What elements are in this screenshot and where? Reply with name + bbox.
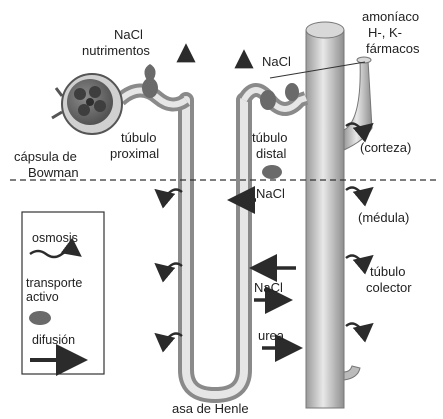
- label-tubulo-distal-2: distal: [256, 146, 286, 161]
- blob-distal-1: [260, 90, 276, 110]
- label-tubulo-colector-1: túbulo: [370, 264, 405, 279]
- legend-transporte-label-2: activo: [26, 290, 59, 304]
- blob-distal-3: [262, 165, 282, 179]
- label-tubulo-proximal-1: túbulo: [121, 130, 156, 145]
- osmosis-arrow-4: [346, 324, 370, 329]
- loop-of-henle: [186, 100, 244, 395]
- osmosis-arrow-3: [346, 256, 370, 261]
- bowman-capsule: [52, 74, 122, 134]
- collecting-duct-branch: [344, 60, 372, 150]
- active-transport-blobs: [142, 64, 299, 179]
- label-amoniaco-2: H-, K-: [368, 25, 402, 40]
- blob-proximal-body: [142, 78, 158, 98]
- collecting-duct-outlet: [344, 366, 360, 380]
- label-urea: urea: [258, 328, 285, 343]
- label-nacl-nutrientes-1: NaCl: [114, 27, 143, 42]
- label-capsula-2: Bowman: [28, 165, 79, 180]
- label-asa-henle: asa de Henle: [172, 401, 249, 416]
- blob-distal-2: [285, 83, 299, 101]
- label-nacl-nutrientes-2: nutrimentos: [82, 43, 150, 58]
- osmosis-arrow-2: [346, 188, 370, 193]
- legend-transporte-label-1: transporte: [26, 276, 82, 290]
- active-transport-icon: [29, 311, 51, 325]
- label-tubulo-colector-2: colector: [366, 280, 412, 295]
- legend-difusion-label: difusión: [32, 333, 75, 347]
- label-corteza: (corteza): [360, 140, 411, 155]
- label-nacl-mid: NaCl: [256, 186, 285, 201]
- label-nacl-top: NaCl: [262, 54, 291, 69]
- legend: osmosis transporte activo difusión: [22, 212, 104, 374]
- label-medula: (médula): [358, 210, 409, 225]
- label-capsula-1: cápsula de: [14, 149, 77, 164]
- label-nacl-low: NaCl: [254, 280, 283, 295]
- label-amoniaco-3: fármacos: [366, 41, 420, 56]
- label-tubulo-proximal-2: proximal: [110, 146, 159, 161]
- label-tubulo-distal-1: túbulo: [252, 130, 287, 145]
- label-amoniaco-1: amoníaco: [362, 9, 419, 24]
- legend-osmosis-label: osmosis: [32, 231, 78, 245]
